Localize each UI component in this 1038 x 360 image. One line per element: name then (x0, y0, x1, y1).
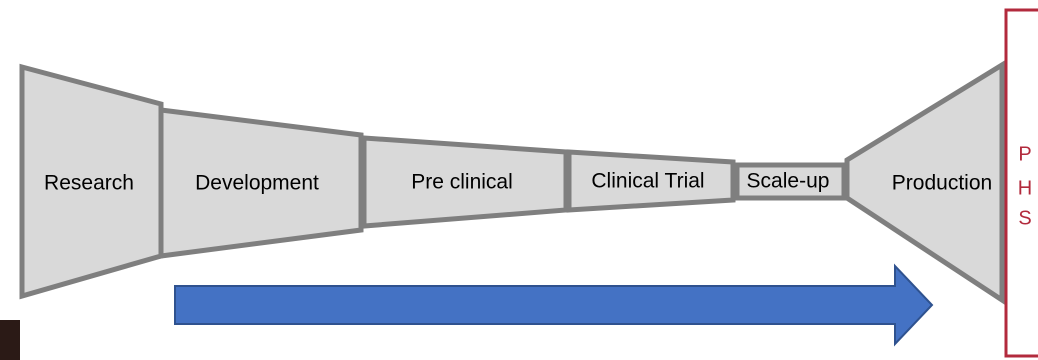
stage-label-research: Research (44, 172, 134, 195)
stage-label-preclinical: Pre clinical (411, 171, 513, 194)
stage-label-clinical-trial: Clinical Trial (591, 170, 704, 193)
stage-scale-up (734, 162, 847, 201)
side-label-letter-s: S (1018, 207, 1031, 229)
stage-label-production: Production (892, 172, 992, 195)
stage-label-development: Development (195, 172, 319, 195)
progress-arrow (174, 263, 934, 347)
stage-production (844, 60, 1005, 305)
side-bracket (1004, 8, 1038, 358)
stage-preclinical (361, 135, 569, 229)
stage-development (158, 107, 364, 259)
corner-artifact (0, 320, 20, 360)
side-label-letter-h: H (1018, 177, 1032, 199)
stage-label-scale-up: Scale-up (747, 170, 830, 193)
stage-clinical-trial (566, 149, 736, 213)
side-label-letter-p: P (1018, 143, 1031, 165)
